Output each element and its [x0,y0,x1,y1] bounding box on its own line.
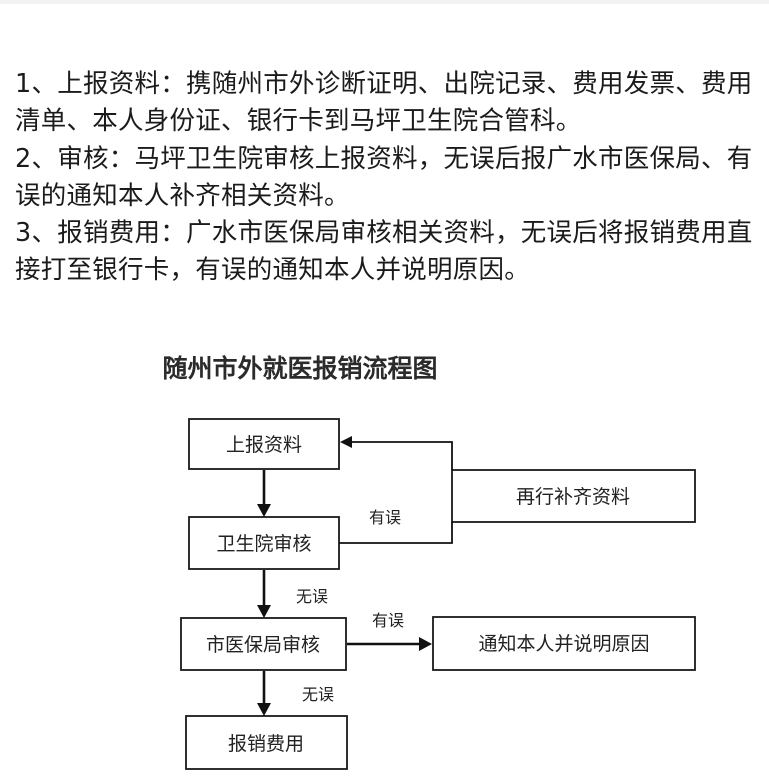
line-hospital-to-resubmit [339,522,453,544]
edge-label-error-notify: 有误 [372,611,404,630]
node-resubmit: 再行补齐资料 [451,469,696,523]
node-hospital-review: 卫生院审核 [188,516,340,570]
arrow-hospital-to-bureau [257,570,271,618]
flowchart: 随州市外就医报销流程图 上报资料 卫生院审核 市医保局审核 报销费用 再行补齐资… [0,330,769,776]
node-reimburse-label: 报销费用 [228,733,304,755]
node-submit: 上报资料 [188,418,340,470]
node-notify: 通知本人并说明原因 [432,616,696,671]
top-divider [0,0,769,4]
arrow-resubmit-to-submit [340,436,453,470]
flowchart-svg: 随州市外就医报销流程图 上报资料 卫生院审核 市医保局审核 报销费用 再行补齐资… [162,354,696,770]
step-1-text: 1、上报资料：携随州市外诊断证明、出院记录、费用发票、费用清单、本人身份证、银行… [15,69,753,137]
edge-label-ok-reimburse: 无误 [302,685,334,704]
arrow-bureau-to-reimburse [257,671,271,716]
steps-text: 1、上报资料：携随州市外诊断证明、出院记录、费用发票、费用清单、本人身份证、银行… [15,66,760,290]
arrow-bureau-to-notify [347,637,432,651]
step-2-text: 2、审核：马坪卫生院审核上报资料，无误后报广水市医保局、有误的通知本人补齐相关资… [15,143,753,211]
edge-label-error-resubmit: 有误 [369,508,401,527]
node-hospital-review-label: 卫生院审核 [216,533,311,555]
edge-label-ok-bureau: 无误 [296,587,328,606]
node-reimburse: 报销费用 [185,715,348,770]
node-bureau-review-label: 市医保局审核 [206,634,320,656]
step-3-text: 3、报销费用：广水市医保局审核相关资料，无误后将报销费用直接打至银行卡，有误的通… [15,218,753,286]
node-resubmit-label: 再行补齐资料 [516,486,630,508]
node-notify-label: 通知本人并说明原因 [478,633,649,655]
node-bureau-review: 市医保局审核 [180,617,347,671]
arrow-submit-to-hospital [257,470,271,517]
flowchart-title: 随州市外就医报销流程图 [162,354,437,383]
node-submit-label: 上报资料 [226,434,302,456]
